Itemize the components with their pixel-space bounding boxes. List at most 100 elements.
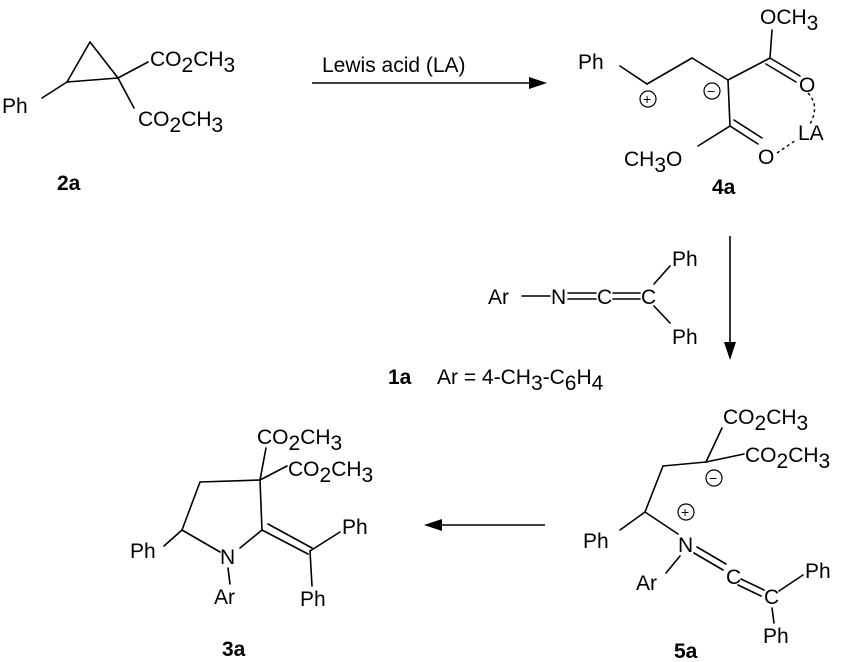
bond <box>646 57 693 85</box>
compound-4a: Ph OCH3 O O LA CH3O + − 4a <box>578 6 824 199</box>
svg-text:−: − <box>707 83 715 99</box>
aryl-label: Ar <box>488 286 509 309</box>
bond <box>765 63 797 83</box>
bond <box>729 125 759 145</box>
compound-3a: CO2CH3 CO2CH3 Ph N Ar Ph Ph 3a <box>130 426 373 661</box>
bond <box>199 479 261 483</box>
carbon-label: C <box>764 586 779 609</box>
bond <box>259 465 288 481</box>
bond <box>769 57 801 77</box>
oxygen-label: O <box>799 74 815 97</box>
coordination-bond-top <box>807 92 816 125</box>
arrow-down-reaction <box>724 236 736 360</box>
bond <box>309 531 341 552</box>
ester-top-label: CO2CH3 <box>150 48 235 77</box>
phenyl-label: Ph <box>672 326 698 349</box>
ester-label: CO2CH3 <box>257 426 342 455</box>
bond <box>619 511 646 531</box>
bond <box>653 305 671 324</box>
positive-charge-icon: + <box>639 90 657 108</box>
methoxy-label: CH3O <box>624 148 682 177</box>
phenyl-label: Ph <box>130 540 156 563</box>
bond <box>89 41 119 79</box>
bond <box>705 427 723 463</box>
bond <box>769 29 773 59</box>
oxygen-label: O <box>758 146 774 169</box>
lewis-acid-label: LA <box>798 122 824 145</box>
svg-text:+: + <box>643 91 651 107</box>
phenyl-label: Ph <box>578 51 604 74</box>
svg-text:+: + <box>681 504 689 520</box>
bond <box>727 79 731 127</box>
bond <box>619 65 648 85</box>
bond <box>644 511 679 535</box>
bond <box>117 61 149 79</box>
negative-charge-icon: − <box>705 469 723 487</box>
bond <box>66 77 119 83</box>
arrow-head <box>724 342 736 360</box>
bond <box>705 453 745 463</box>
positive-charge-icon: + <box>677 503 695 521</box>
bond <box>727 57 771 81</box>
ester-label: CO2CH3 <box>288 458 373 487</box>
compound-label-1a: 1a <box>388 366 412 389</box>
bond <box>181 481 201 531</box>
aryl-definition: Ar = 4-CH3-C6H4 <box>437 366 604 395</box>
coordination-bond-bottom <box>776 139 797 154</box>
bond <box>261 529 309 555</box>
compound-label-2a: 2a <box>57 172 81 195</box>
bond <box>733 119 763 139</box>
bond <box>691 57 729 81</box>
bond <box>740 578 765 591</box>
compound-2a: Ph CO2CH3 CO2CH3 2a <box>2 41 235 195</box>
negative-charge-icon: − <box>703 82 721 100</box>
ester-label: CO2CH3 <box>745 444 830 473</box>
nitrogen-label: N <box>551 286 566 309</box>
compound-label-4a: 4a <box>712 176 736 199</box>
phenyl-label: Ph <box>763 625 789 648</box>
bond <box>239 529 263 549</box>
phenyl-label: Ph <box>805 560 831 583</box>
bond <box>665 555 681 574</box>
bond <box>653 265 671 285</box>
ester-label: CO2CH3 <box>723 406 808 435</box>
aryl-label: Ar <box>636 572 657 595</box>
phenyl-label: Ph <box>300 588 326 611</box>
bond <box>227 567 231 585</box>
carbon-label: C <box>726 566 741 589</box>
arrow-head <box>529 77 547 89</box>
ester-bottom-label: CO2CH3 <box>138 108 223 137</box>
methoxy-label: OCH3 <box>760 6 818 35</box>
compound-5a: CO2CH3 CO2CH3 − + Ph N Ar C C Ph Ph 5a <box>583 406 831 662</box>
carbon-label: C <box>641 286 656 309</box>
bond <box>778 574 804 592</box>
svg-text:−: − <box>709 470 717 486</box>
bond <box>309 550 313 587</box>
bond <box>267 523 313 549</box>
reagent-label: Lewis acid (LA) <box>322 54 466 77</box>
bond <box>662 461 707 467</box>
bond <box>771 607 775 624</box>
bond <box>697 125 731 147</box>
aryl-label: Ar <box>214 586 235 609</box>
bond <box>117 77 135 109</box>
bond <box>693 552 724 571</box>
arrow-right-reaction: Lewis acid (LA) <box>312 54 547 89</box>
phenyl-label: Ph <box>672 248 698 271</box>
bond <box>696 546 727 565</box>
bond <box>66 41 91 83</box>
bond <box>181 529 221 553</box>
nitrogen-label: N <box>678 534 693 557</box>
phenyl-label: Ph <box>2 95 28 118</box>
compound-1a: Ar N C C Ph Ph 1a Ar = 4-CH3-C6H4 <box>388 248 698 395</box>
arrow-left-reaction <box>424 519 545 531</box>
bond <box>644 465 664 513</box>
bond <box>259 447 267 481</box>
phenyl-label: Ph <box>342 516 368 539</box>
nitrogen-label: N <box>220 546 235 569</box>
bond <box>163 529 183 547</box>
arrow-head <box>424 519 442 531</box>
phenyl-label: Ph <box>583 530 609 553</box>
bond <box>259 479 263 531</box>
